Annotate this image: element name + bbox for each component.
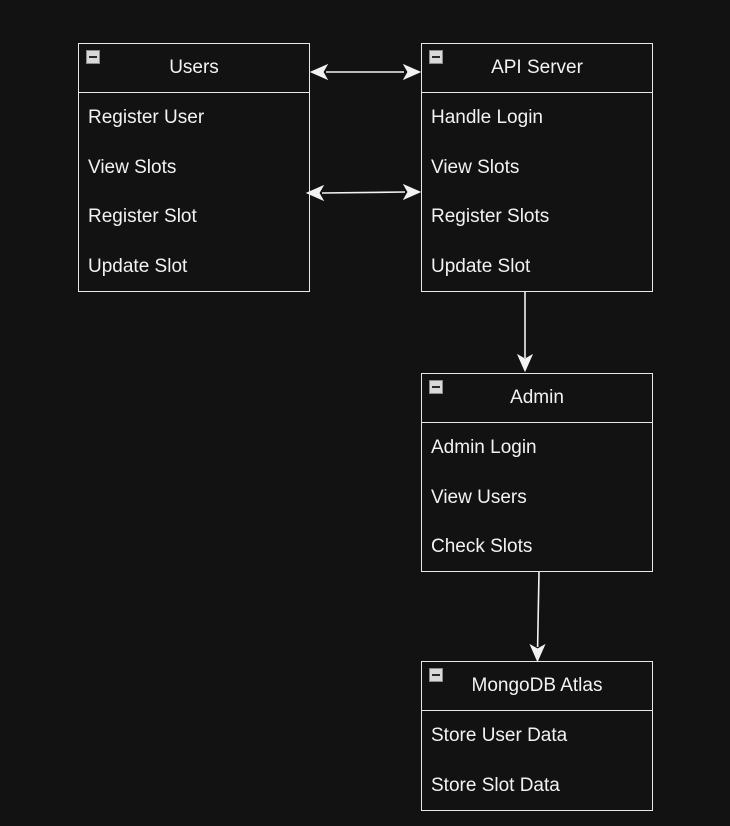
entity-row[interactable]: View Users [431,486,527,508]
entity-api-server[interactable]: API Server Handle Login View Slots Regis… [421,43,653,292]
entity-admin[interactable]: Admin Admin Login View Users Check Slots [421,373,653,572]
arrowhead-icon [402,183,422,201]
entity-title: Users [169,57,219,78]
entity-header: MongoDB Atlas [422,662,652,711]
entity-users[interactable]: Users Register User View Slots Register … [78,43,310,292]
entity-title: MongoDB Atlas [471,675,603,696]
edge-admin-mongodb[interactable] [529,571,546,663]
entity-row[interactable]: Update Slot [431,256,531,278]
entity-row[interactable]: Store User Data [431,725,568,746]
entity-row[interactable]: Check Slots [431,536,533,558]
entity-header: Admin [422,374,652,423]
arrowhead-icon [529,643,546,663]
entity-row[interactable]: View Slots [88,156,177,178]
entity-row[interactable]: Store Slot Data [431,774,560,796]
entity-mongodb-atlas[interactable]: MongoDB Atlas Store User Data Store Slot… [421,661,653,811]
entity-row[interactable]: View Slots [431,156,520,178]
entity-row[interactable]: Handle Login [431,107,543,128]
entity-row[interactable]: Update Slot [88,256,188,278]
entity-title: API Server [491,57,583,78]
collapse-icon[interactable] [429,50,443,64]
entity-row[interactable]: Register Slots [431,206,550,228]
collapse-icon[interactable] [429,668,443,682]
arrowhead-icon [309,63,329,81]
edge-users-api-top[interactable] [309,63,422,81]
entity-header: API Server [422,44,652,93]
entity-row[interactable]: Register User [88,107,205,128]
edge-api-admin[interactable] [516,292,534,373]
collapse-icon[interactable] [429,380,443,394]
collapse-icon[interactable] [86,50,100,64]
edge-users-api-middle[interactable] [305,183,422,202]
arrowhead-icon [402,63,422,81]
entity-row[interactable]: Admin Login [431,437,537,458]
arrowhead-icon [516,353,534,373]
entity-header: Users [79,44,309,93]
entity-title: Admin [510,387,564,408]
entity-row[interactable]: Register Slot [88,206,197,228]
